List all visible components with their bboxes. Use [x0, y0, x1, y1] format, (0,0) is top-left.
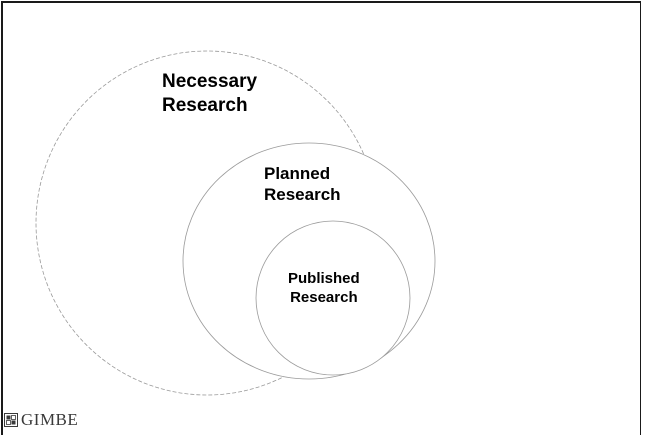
- gimbe-logo: GIMBE: [4, 408, 78, 432]
- necessary-label-line-2: Research: [162, 94, 248, 116]
- gimbe-logo-text: GIMBE: [21, 410, 79, 429]
- planned-research-label: Planned Research: [264, 163, 341, 206]
- necessary-label-line-1: Necessary: [162, 71, 258, 92]
- planned-label-line-1: Planned: [264, 164, 331, 183]
- planned-label-line-2: Research: [264, 185, 341, 205]
- published-research-label: Published Research: [288, 270, 360, 308]
- published-label-line-1: Published: [288, 270, 360, 287]
- right-margin: [642, 0, 652, 436]
- published-label-line-2: Research: [290, 288, 358, 306]
- gimbe-logo-icon: [4, 413, 18, 427]
- published-research-circle: [255, 220, 411, 376]
- slide-frame: [1, 1, 641, 435]
- necessary-research-label: Necessary Research: [162, 70, 257, 118]
